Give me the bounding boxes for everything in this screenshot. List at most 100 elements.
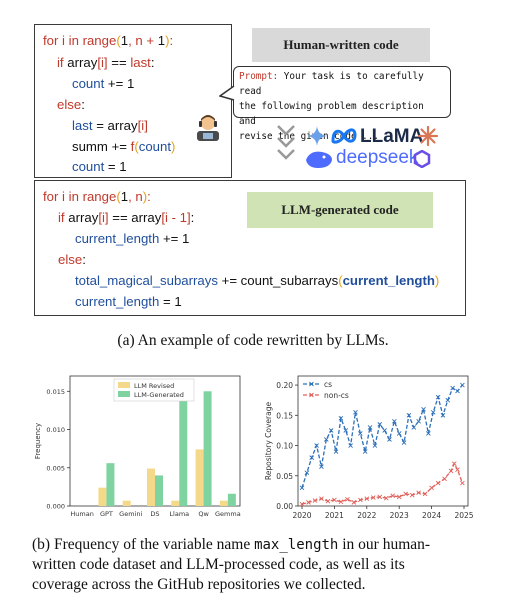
data-point — [358, 497, 363, 503]
x-tick-label: 2024 — [422, 511, 441, 520]
x-tick-label: Llama — [169, 510, 189, 518]
data-point — [323, 437, 329, 442]
caption-b-line3: coverage across the GitHub repositories … — [32, 576, 366, 593]
prompt-text-3: revise the given code ... — [239, 131, 379, 142]
code-line: for i in range(1, n + 1): — [43, 34, 173, 47]
code-token: [i - 1] — [161, 210, 191, 225]
y-axis-label: Frequency — [34, 423, 42, 459]
y-tick-label: 0.000 — [46, 503, 65, 511]
y-tick-label: 0.15 — [276, 411, 293, 420]
bar — [171, 500, 180, 506]
code-token: current_length — [75, 231, 160, 246]
code-token: if — [58, 210, 69, 225]
code-token: f — [130, 139, 135, 154]
caption-b-post: in our human- — [338, 536, 431, 553]
plot-frame — [297, 375, 469, 507]
data-point — [367, 425, 373, 430]
claude-icon — [418, 126, 438, 146]
code-token: array — [67, 55, 98, 70]
bar — [203, 391, 212, 506]
code-token: : — [147, 189, 151, 204]
data-point — [328, 428, 334, 433]
data-point — [435, 394, 441, 400]
data-point — [435, 480, 441, 486]
data-point — [333, 449, 339, 454]
meta-icon — [331, 128, 357, 144]
bar — [219, 500, 228, 506]
code-line: for i in range(1, n): — [43, 190, 151, 203]
code-token: current_length — [75, 294, 160, 309]
data-point — [319, 464, 324, 470]
legend-label: LLM-Generated — [134, 391, 184, 399]
x-tick-label: Gemma — [215, 510, 241, 518]
code-line: current_length += 1 — [75, 232, 189, 245]
code-token: array — [68, 210, 99, 225]
data-point — [455, 467, 460, 473]
data-point — [319, 496, 324, 502]
data-point — [421, 406, 426, 412]
data-point — [396, 431, 402, 436]
data-point — [451, 461, 457, 466]
data-point — [401, 440, 407, 445]
x-tick-label: GPT — [100, 510, 113, 518]
code-token: last — [130, 55, 151, 70]
data-point — [426, 431, 431, 436]
x-tick-label: 2025 — [454, 511, 473, 520]
code-line: else: — [57, 98, 85, 111]
data-point — [325, 498, 331, 504]
data-point — [383, 495, 389, 501]
code-token: ( — [116, 189, 121, 204]
developer-icon — [197, 115, 219, 141]
prompt-label: Prompt: — [239, 71, 279, 82]
code-token: 1 — [120, 189, 129, 204]
prompt-text-1: Your task is to carefully read — [239, 71, 424, 97]
data-point — [314, 443, 319, 448]
y-tick-label: 0.005 — [46, 464, 65, 472]
code-line: total_magical_subarrays += count_subarra… — [75, 274, 439, 287]
code-token: ( — [338, 273, 343, 288]
bar — [227, 493, 236, 506]
data-point — [362, 449, 368, 454]
caption-b-code: max_length — [254, 537, 339, 553]
code-token: == — [107, 55, 131, 70]
data-point — [358, 431, 363, 436]
code-token: 1 — [157, 33, 166, 48]
legend-marker — [309, 381, 314, 387]
code-token: [i] — [137, 118, 148, 133]
data-point — [299, 501, 305, 507]
code-token: else — [58, 252, 83, 267]
legend-marker — [309, 392, 314, 398]
code-line: else: — [58, 253, 86, 266]
qwen-icon — [413, 150, 431, 168]
code-token: 1 — [120, 33, 129, 48]
x-tick-label: Qw — [198, 510, 209, 518]
code-token: summ += — [72, 139, 131, 154]
code-line: current_length = 1 — [75, 295, 182, 308]
data-point — [332, 497, 337, 503]
y-axis-label: Repository Coverage — [264, 402, 273, 481]
code-token: ( — [116, 33, 121, 48]
code-token: ) — [142, 189, 148, 204]
caption-a: (a) An example of code rewritten by LLMs… — [117, 332, 389, 349]
bar — [147, 468, 155, 506]
data-point — [312, 498, 318, 503]
y-tick-label: 0.010 — [46, 426, 65, 434]
x-tick-label: 2021 — [325, 511, 344, 520]
data-point — [304, 470, 310, 476]
data-point — [416, 490, 421, 496]
data-point — [392, 419, 397, 424]
data-point — [387, 437, 392, 442]
data-point — [416, 419, 421, 424]
data-point — [338, 416, 344, 421]
code-token: for i in — [43, 189, 83, 204]
code-token: : — [190, 210, 195, 225]
data-point — [382, 428, 387, 433]
code-token: range — [82, 33, 117, 48]
data-point — [445, 397, 451, 403]
code-token: last — [72, 118, 93, 133]
bar — [195, 449, 204, 506]
code-token: count — [72, 76, 105, 91]
data-point — [377, 422, 383, 427]
data-point — [442, 476, 447, 482]
